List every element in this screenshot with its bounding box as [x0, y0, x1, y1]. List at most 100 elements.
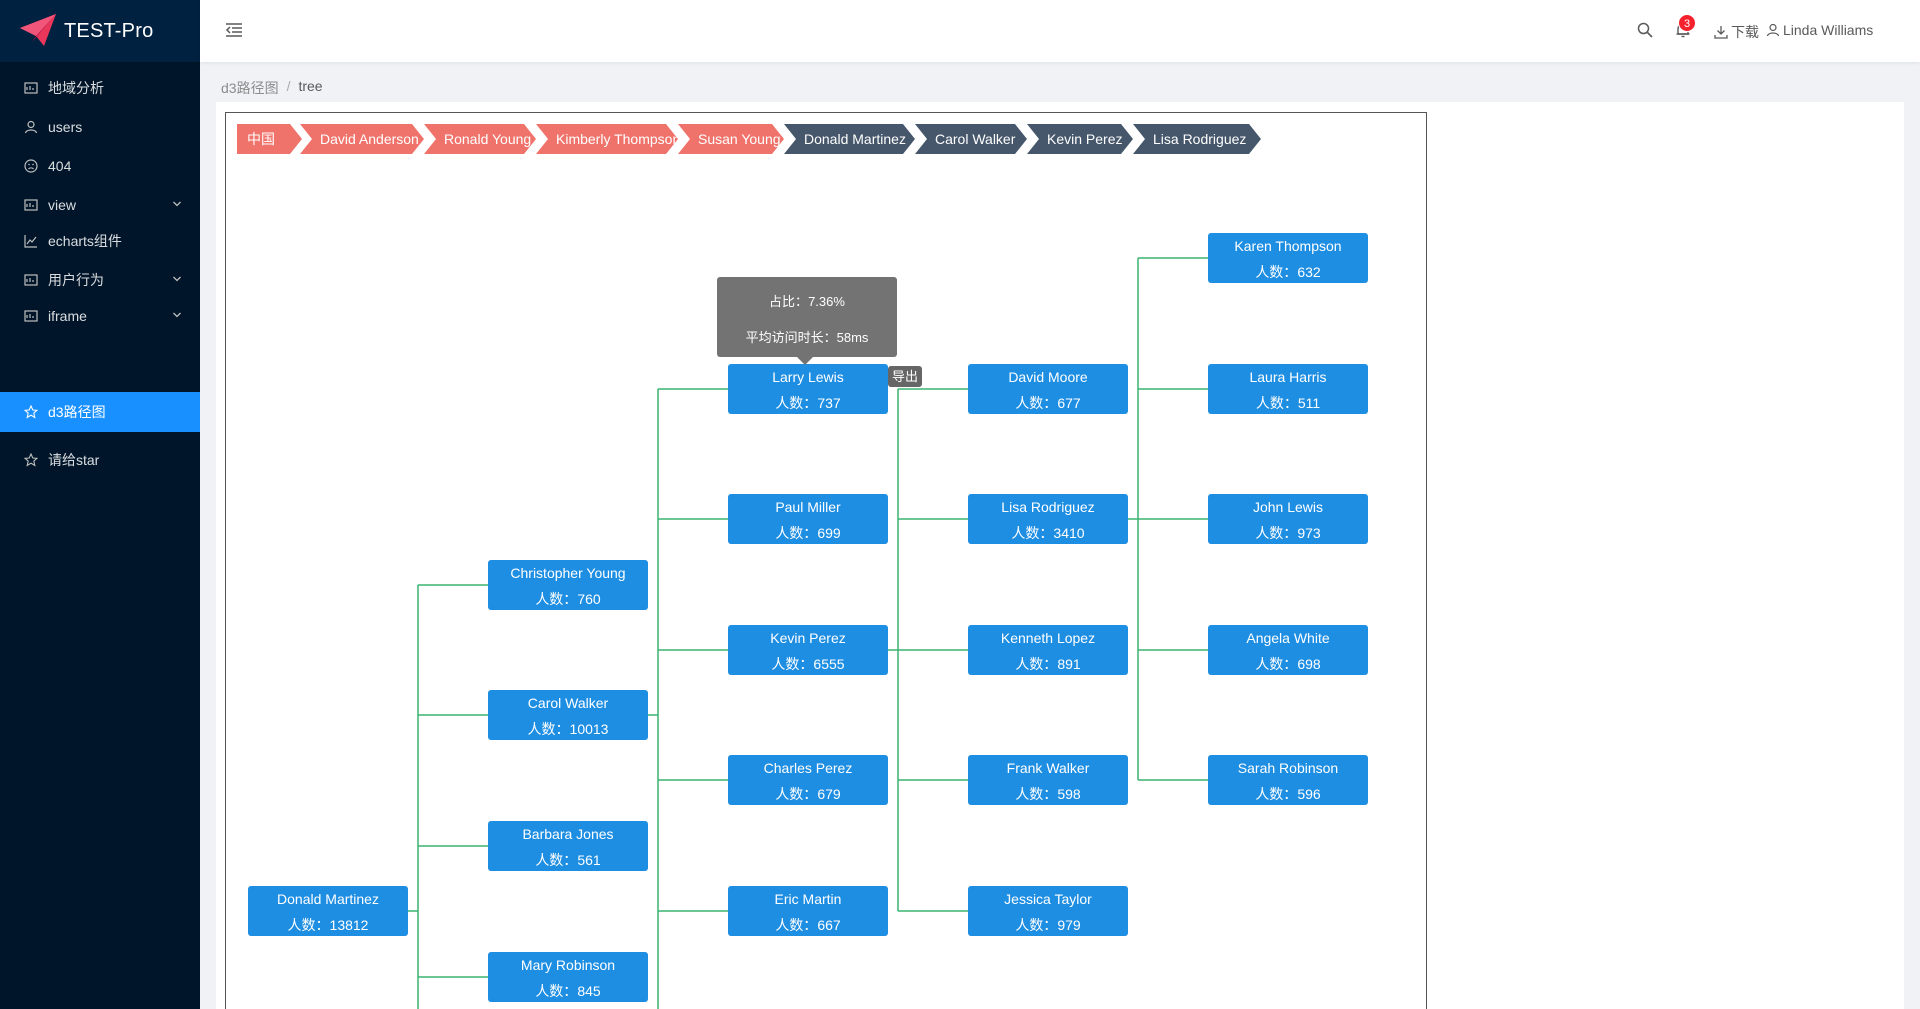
tree-node[interactable]: Frank Walker 人数：598: [968, 755, 1128, 805]
node-count: 人数：632: [1255, 264, 1321, 280]
node-name: Charles Perez: [763, 760, 853, 776]
chevron-down-icon: [173, 312, 181, 318]
path-step[interactable]: Ronald Young: [424, 124, 536, 154]
breadcrumb-parent[interactable]: d3路径图: [221, 80, 279, 96]
chart-box-icon: [24, 309, 38, 323]
sidebar-item-echarts[interactable]: echarts组件: [0, 221, 200, 261]
node-name: Lisa Rodriguez: [1001, 499, 1095, 515]
path-step[interactable]: Carol Walker: [915, 124, 1027, 154]
sidebar-item-label: 用户行为: [48, 272, 104, 288]
tree-node[interactable]: John Lewis 人数：973: [1208, 494, 1368, 544]
user-menu[interactable]: Linda Williams: [1766, 22, 1873, 38]
chart-box-icon: [24, 198, 38, 212]
paper-plane-logo-icon: [20, 14, 56, 46]
search-icon[interactable]: [1637, 22, 1653, 38]
tree-node[interactable]: Kevin Perez 人数：6555: [728, 625, 888, 675]
star-icon: [24, 405, 38, 419]
sidebar-item-users[interactable]: users: [0, 107, 200, 147]
node-count: 人数：698: [1255, 656, 1321, 672]
path-step[interactable]: Susan Young: [678, 124, 784, 154]
sidebar-item-give-star[interactable]: 请给star: [0, 440, 200, 480]
path-step[interactable]: 中国: [237, 124, 302, 154]
node-name: Karen Thompson: [1234, 238, 1342, 254]
node-tooltip: 占比：7.36% 平均访问时长：58ms: [717, 277, 897, 365]
menu-fold-icon[interactable]: [225, 21, 243, 39]
line-chart-icon: [24, 234, 38, 248]
node-count: 人数：677: [1015, 395, 1081, 411]
sidebar-item-label: d3路径图: [48, 404, 106, 420]
node-count: 人数：973: [1255, 525, 1321, 541]
breadcrumb: d3路径图 / tree: [221, 78, 323, 98]
sidebar-item-label: 请给star: [48, 452, 100, 468]
app-title: TEST-Pro: [64, 19, 154, 42]
sidebar-item-iframe[interactable]: iframe: [0, 296, 200, 336]
notification-badge: 3: [1678, 14, 1696, 32]
path-step[interactable]: Kevin Perez: [1027, 124, 1133, 154]
node-count: 人数：845: [535, 983, 601, 999]
sidebar-item-view[interactable]: view: [0, 185, 200, 225]
path-step[interactable]: David Anderson: [300, 124, 424, 154]
tree-node[interactable]: Lisa Rodriguez 人数：3410: [968, 494, 1128, 544]
sidebar-item-d3-path[interactable]: d3路径图: [0, 392, 200, 432]
tree-node[interactable]: Karen Thompson 人数：632: [1208, 233, 1368, 283]
node-count: 人数：891: [1015, 656, 1081, 672]
tree-node[interactable]: Angela White 人数：698: [1208, 625, 1368, 675]
node-name: Paul Miller: [775, 499, 841, 515]
top-header: 3 下载 Linda Williams: [200, 0, 1920, 62]
sidebar-item-label: iframe: [48, 308, 87, 324]
star-icon: [24, 453, 38, 467]
chart-box-icon: [24, 273, 38, 287]
breadcrumb-separator: /: [286, 78, 291, 94]
logo[interactable]: TEST-Pro: [0, 0, 200, 62]
node-count: 人数：6555: [771, 656, 845, 672]
node-count: 人数：13812: [287, 917, 369, 933]
node-name: Frank Walker: [1006, 760, 1090, 776]
path-step[interactable]: Kimberly Thompson: [536, 124, 678, 154]
node-name: Angela White: [1246, 630, 1330, 646]
node-name: Kevin Perez: [770, 630, 846, 646]
download-label: 下载: [1731, 24, 1759, 40]
node-name: Larry Lewis: [772, 369, 844, 385]
node-count: 人数：511: [1255, 395, 1321, 411]
node-name: John Lewis: [1252, 499, 1324, 515]
node-name: Donald Martinez: [277, 891, 379, 907]
node-name: Laura Harris: [1249, 369, 1327, 385]
sidebar-item-user-behavior[interactable]: 用户行为: [0, 260, 200, 300]
node-count: 人数：598: [1015, 786, 1081, 802]
tree-node[interactable]: Donald Martinez 人数：13812: [248, 886, 408, 936]
path-step[interactable]: Donald Martinez: [784, 124, 915, 154]
node-count: 人数：3410: [1011, 525, 1085, 541]
node-name: Mary Robinson: [520, 957, 616, 973]
path-step[interactable]: Lisa Rodriguez: [1133, 124, 1261, 154]
node-count: 人数：760: [535, 591, 601, 607]
node-name: Barbara Jones: [522, 826, 614, 842]
download-icon: [1714, 26, 1728, 39]
tree-node[interactable]: Laura Harris 人数：511: [1208, 364, 1368, 414]
sidebar-item-label: view: [48, 197, 77, 213]
tree-node[interactable]: Mary Robinson 人数：845: [488, 952, 648, 1002]
user-icon: [1766, 23, 1780, 37]
tree-node[interactable]: Christopher Young 人数：760: [488, 560, 648, 610]
tooltip-ratio: 占比：7.36%: [769, 294, 845, 309]
node-name: Kenneth Lopez: [1000, 630, 1096, 646]
sidebar-item-label: users: [48, 119, 83, 135]
tree-node[interactable]: Kenneth Lopez 人数：891: [968, 625, 1128, 675]
sidebar-item-label: 404: [48, 158, 72, 174]
download-button[interactable]: 下载: [1714, 22, 1759, 42]
node-count: 人数：596: [1255, 786, 1321, 802]
sidebar-item-label: echarts组件: [48, 233, 122, 249]
node-name: Christopher Young: [510, 565, 626, 581]
export-button[interactable]: 导出: [888, 366, 923, 387]
frown-icon: [24, 159, 38, 173]
sidebar-item-404[interactable]: 404: [0, 146, 200, 186]
sidebar-item-region[interactable]: 地域分析: [0, 68, 200, 108]
